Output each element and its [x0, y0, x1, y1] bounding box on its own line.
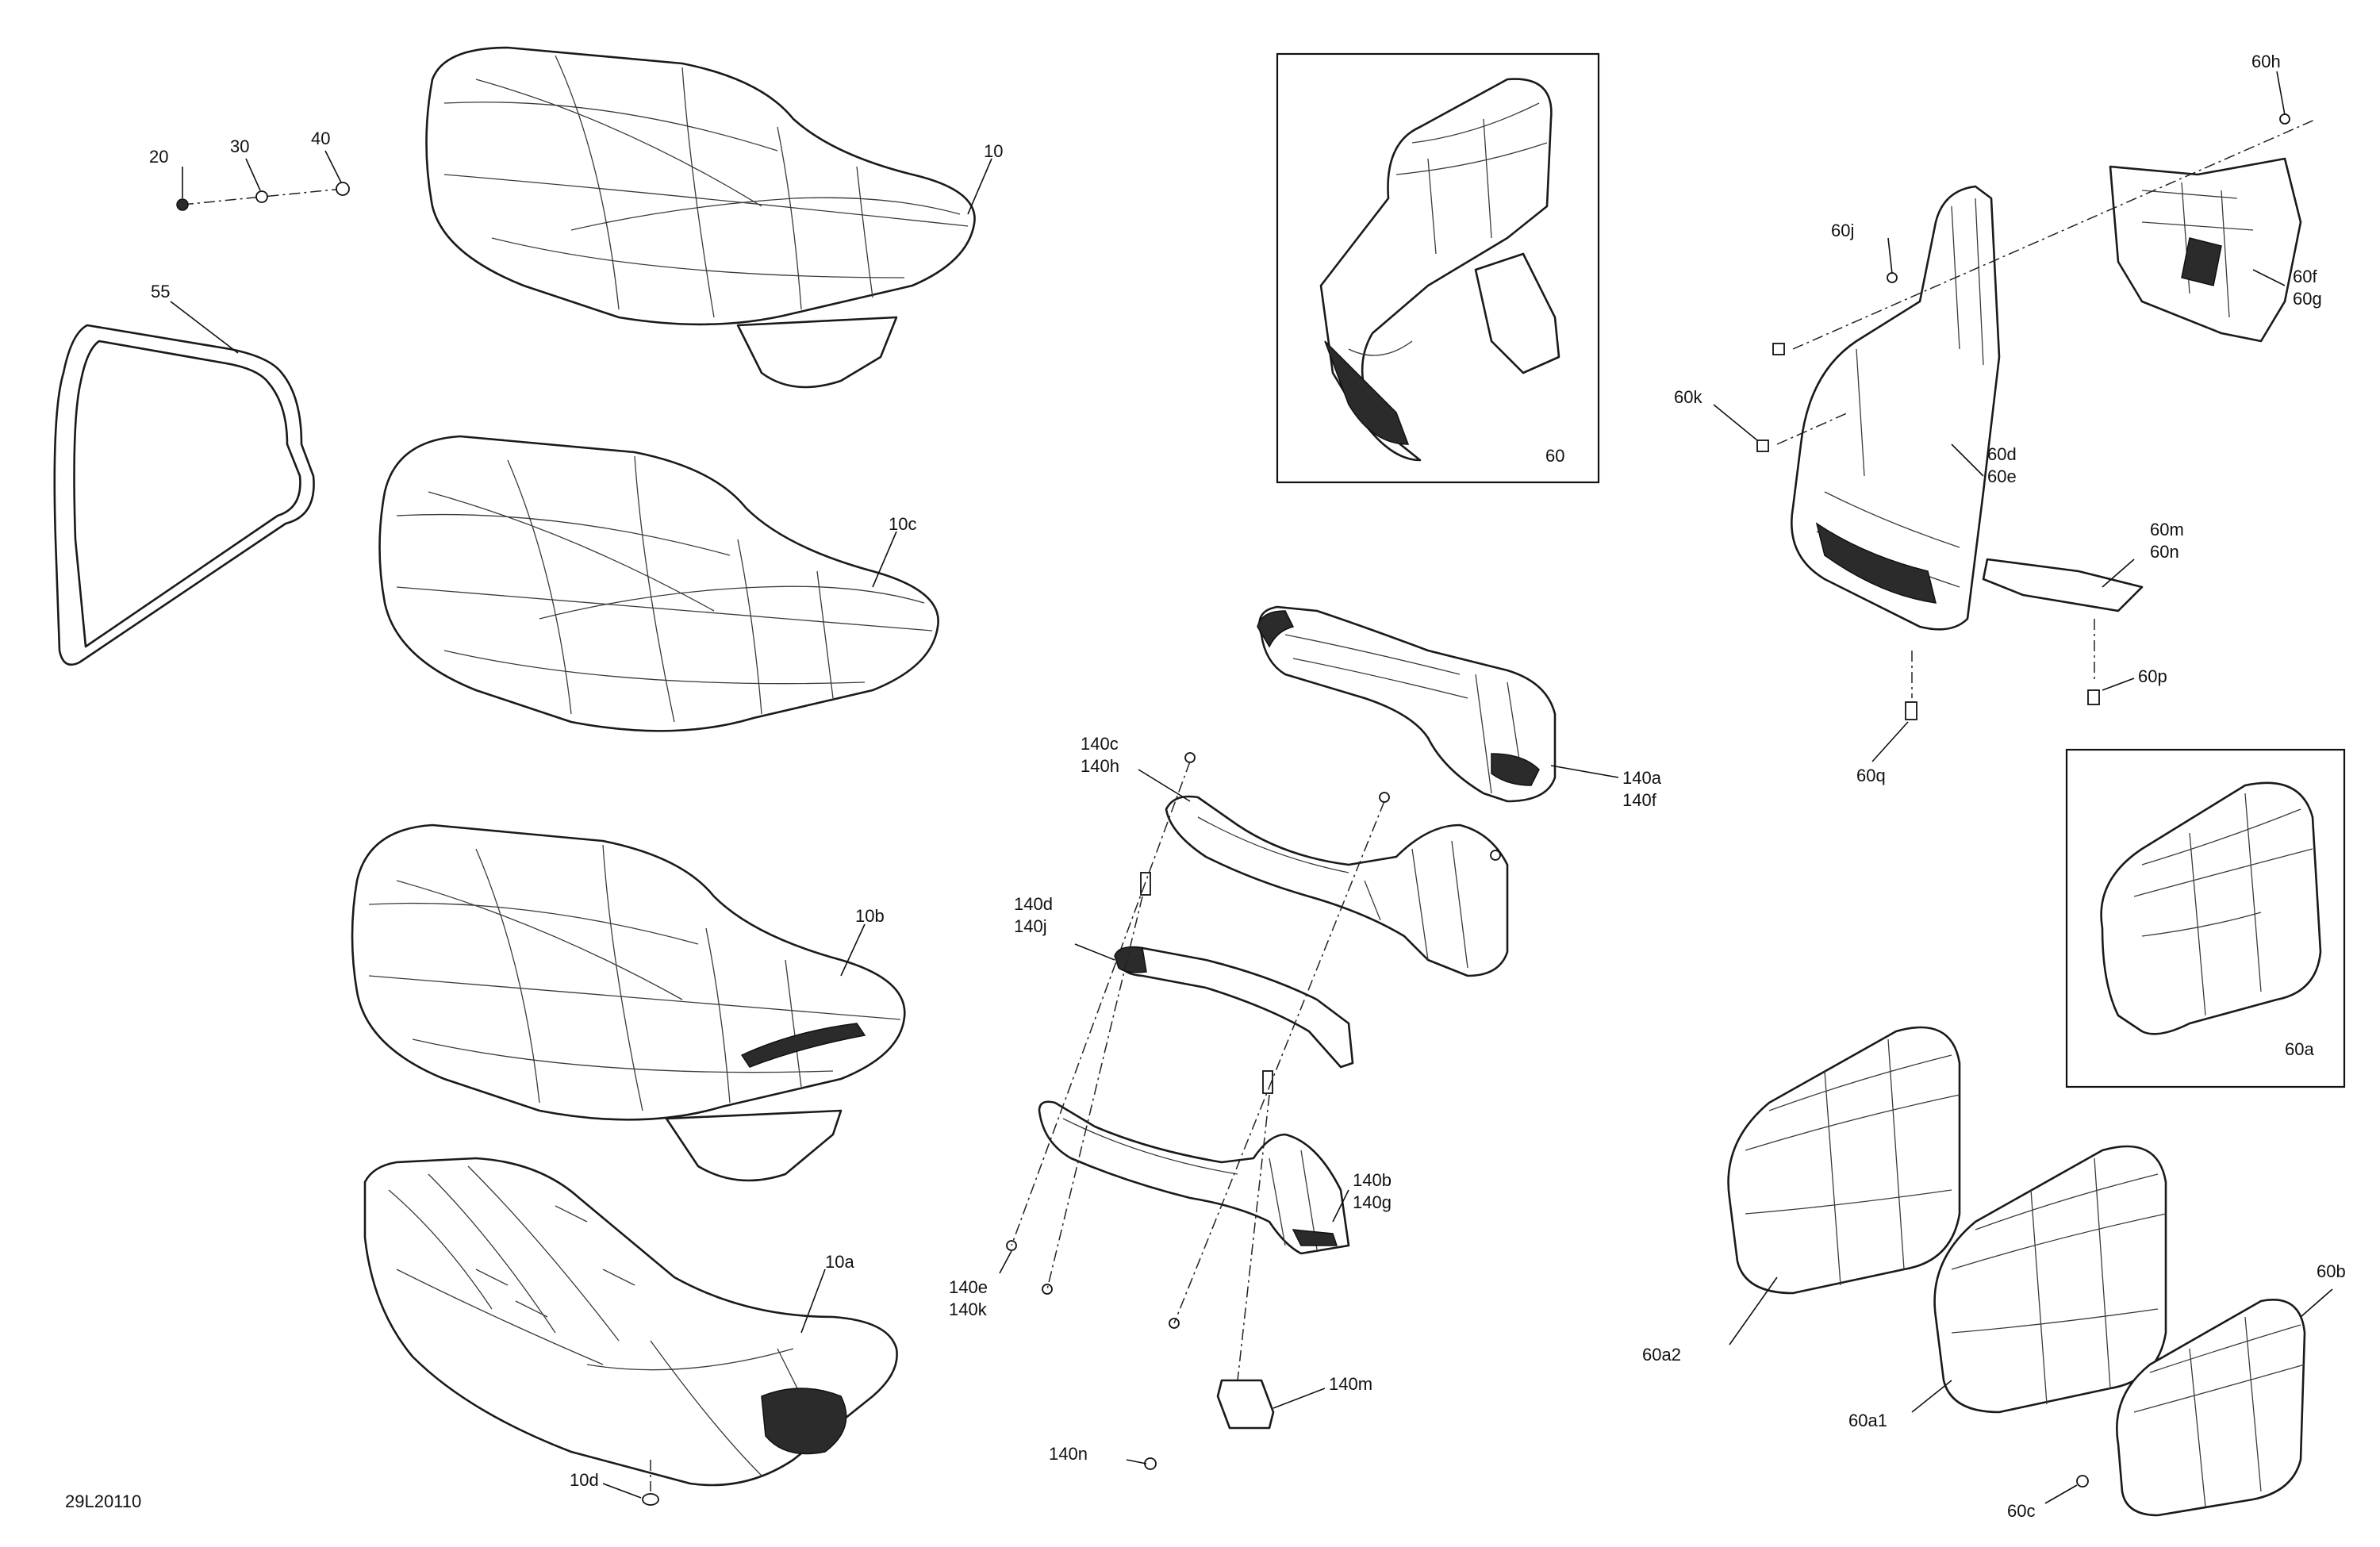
grab-handle-140a [1257, 605, 1557, 803]
callout-140g: 140g [1353, 1192, 1392, 1212]
callout-40: 40 [311, 129, 330, 148]
callout-10a: 10a [825, 1252, 854, 1272]
plate-60m [1982, 558, 2144, 612]
callout-140n: 140n [1049, 1444, 1088, 1464]
callout-60k: 60k [1674, 387, 1702, 407]
drawing-reference-code: 29L20110 [65, 1491, 141, 1511]
callout-60m: 60m [2150, 520, 2184, 539]
callout-10d: 10d [570, 1470, 599, 1490]
seat-10 [425, 46, 976, 389]
callout-140k: 140k [949, 1299, 988, 1319]
inset-box-60 [1276, 52, 1600, 484]
callout-60n: 60n [2150, 542, 2179, 562]
inset-box-60a [2065, 748, 2346, 1088]
lower-handle-140b [1006, 1100, 1350, 1329]
callout-140f: 140f [1622, 790, 1657, 810]
seat-10c [378, 435, 939, 732]
callout-60a: 60a [2285, 1039, 2314, 1059]
callout-60d: 60d [1987, 444, 2017, 464]
handle-frame-140c [1165, 752, 1509, 977]
callout-60a2: 60a2 [1642, 1345, 1681, 1365]
callout-60q: 60q [1856, 766, 1886, 785]
bracket-60f [2109, 157, 2302, 343]
callout-60: 60 [1545, 446, 1564, 466]
seal-55 [53, 324, 315, 666]
callout-10c: 10c [889, 514, 916, 534]
callout-60g: 60g [2293, 289, 2322, 309]
callout-20: 20 [149, 147, 168, 167]
backrest-60b [2076, 1299, 2306, 1517]
callout-60f: 60f [2293, 267, 2317, 286]
backrest-60a2 [1727, 1026, 1961, 1295]
callout-30: 30 [230, 136, 249, 156]
callout-60e: 60e [1987, 466, 2017, 486]
callout-140c: 140c [1081, 734, 1119, 754]
handle-bar-140d [1114, 872, 1354, 1094]
callout-140m: 140m [1329, 1374, 1372, 1394]
hardware-60-series [1756, 113, 2317, 720]
callout-60b: 60b [2317, 1261, 2346, 1281]
fastener-10d [642, 1460, 659, 1506]
callout-140a: 140a [1622, 768, 1662, 788]
callout-140j: 140j [1014, 916, 1047, 936]
callout-10b: 10b [855, 906, 885, 926]
callout-60a1: 60a1 [1848, 1411, 1887, 1430]
seat-10b [351, 823, 906, 1182]
seat-base-10a [363, 1157, 898, 1487]
leader-lines [170, 71, 2333, 1504]
callout-labels: 10 10c 10b 10a 10d 20 30 40 55 60 60h 60… [65, 52, 2346, 1521]
callout-60c: 60c [2007, 1501, 2035, 1521]
backrest-bracket-60d [1791, 185, 2001, 631]
callout-140e: 140e [949, 1277, 988, 1297]
callout-55: 55 [151, 282, 170, 301]
callout-140h: 140h [1081, 756, 1119, 776]
callout-140b: 140b [1353, 1170, 1392, 1190]
callout-10: 10 [984, 141, 1003, 161]
hardware-20-30-40 [176, 182, 350, 211]
backrest-60a1 [1933, 1145, 2167, 1414]
callout-60p: 60p [2138, 666, 2167, 686]
assembly-lines-140 [1011, 761, 1385, 1381]
callout-60j: 60j [1831, 221, 1854, 240]
callout-60h: 60h [2251, 52, 2281, 71]
cap-140m [1144, 1379, 1275, 1470]
callout-140d: 140d [1014, 894, 1053, 914]
